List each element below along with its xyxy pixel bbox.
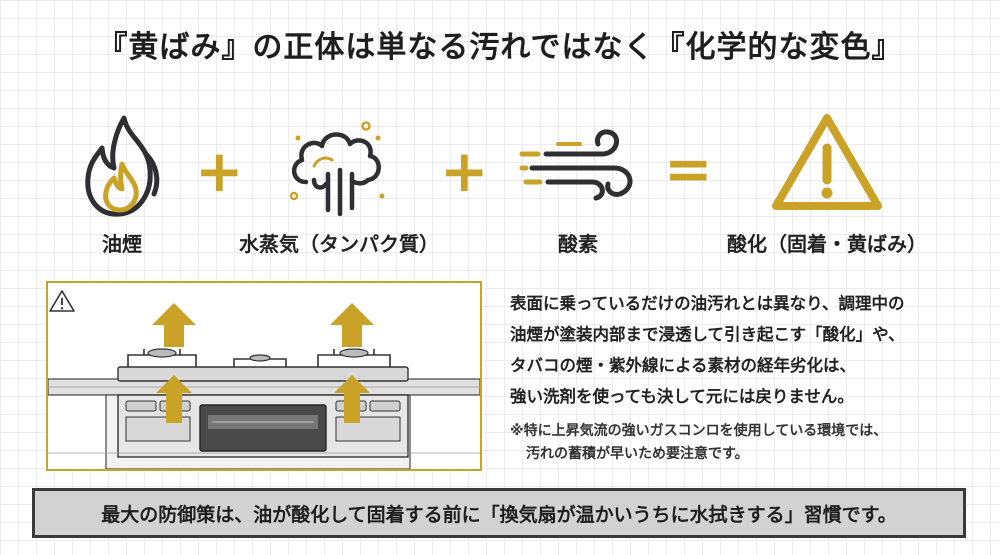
equation-label-oxygen: 酸素 [558, 232, 598, 256]
up-arrow-icon [330, 303, 374, 347]
explanation-line: タバコの煙・紫外線による素材の経年劣化は、 [510, 356, 857, 375]
warning-icon [49, 290, 75, 312]
explanation-line: 油煙が塗装内部まで浸透して引き起こす「酸化」や、 [510, 325, 905, 344]
equation-label-oil-smoke: 油煙 [102, 232, 142, 256]
up-arrow-icon [156, 375, 192, 423]
note-line: ※特に上昇気流の強いガスコンロを使用している環境では、 [510, 423, 888, 439]
wind-icon [519, 129, 633, 201]
stove-diagram [46, 281, 482, 471]
explanation-line: 表面に乗っているだけの油汚れとは異なり、調理中の [510, 294, 905, 313]
equation-label-steam: 水蒸気（タンパク質） [239, 232, 439, 256]
explanation-text: 表面に乗っているだけの油汚れとは異なり、調理中の 油煙が塗装内部まで浸透して引き… [510, 288, 980, 466]
up-arrow-icon [152, 303, 196, 347]
flame-icon [85, 115, 160, 217]
note-line: 汚れの蓄積が早いため要注意です。 [526, 446, 749, 462]
gas-stove-icon [48, 290, 480, 469]
plus-operator: + [195, 137, 244, 205]
warning-icon [772, 114, 882, 210]
explanation-line: 強い洗剤を使っても決して元には戻りません。 [510, 387, 854, 406]
steam-icon [289, 121, 385, 217]
conclusion-text: 最大の防御策は、油が酸化して固着する前に「換気扇が温かいうちに水拭きする」習慣で… [101, 503, 897, 526]
up-arrow-icon [334, 375, 370, 423]
equation-label-oxidation: 酸化（固着・黄ばみ） [727, 232, 927, 256]
equals-operator: = [664, 135, 713, 203]
page-title: 『黄ばみ』の正体は単なる汚れではなく『化学的な変色』 [97, 30, 903, 65]
plus-operator: + [440, 137, 489, 205]
conclusion-banner: 最大の防御策は、油が酸化して固着する前に「換気扇が温かいうちに水拭きする」習慣で… [32, 488, 966, 538]
